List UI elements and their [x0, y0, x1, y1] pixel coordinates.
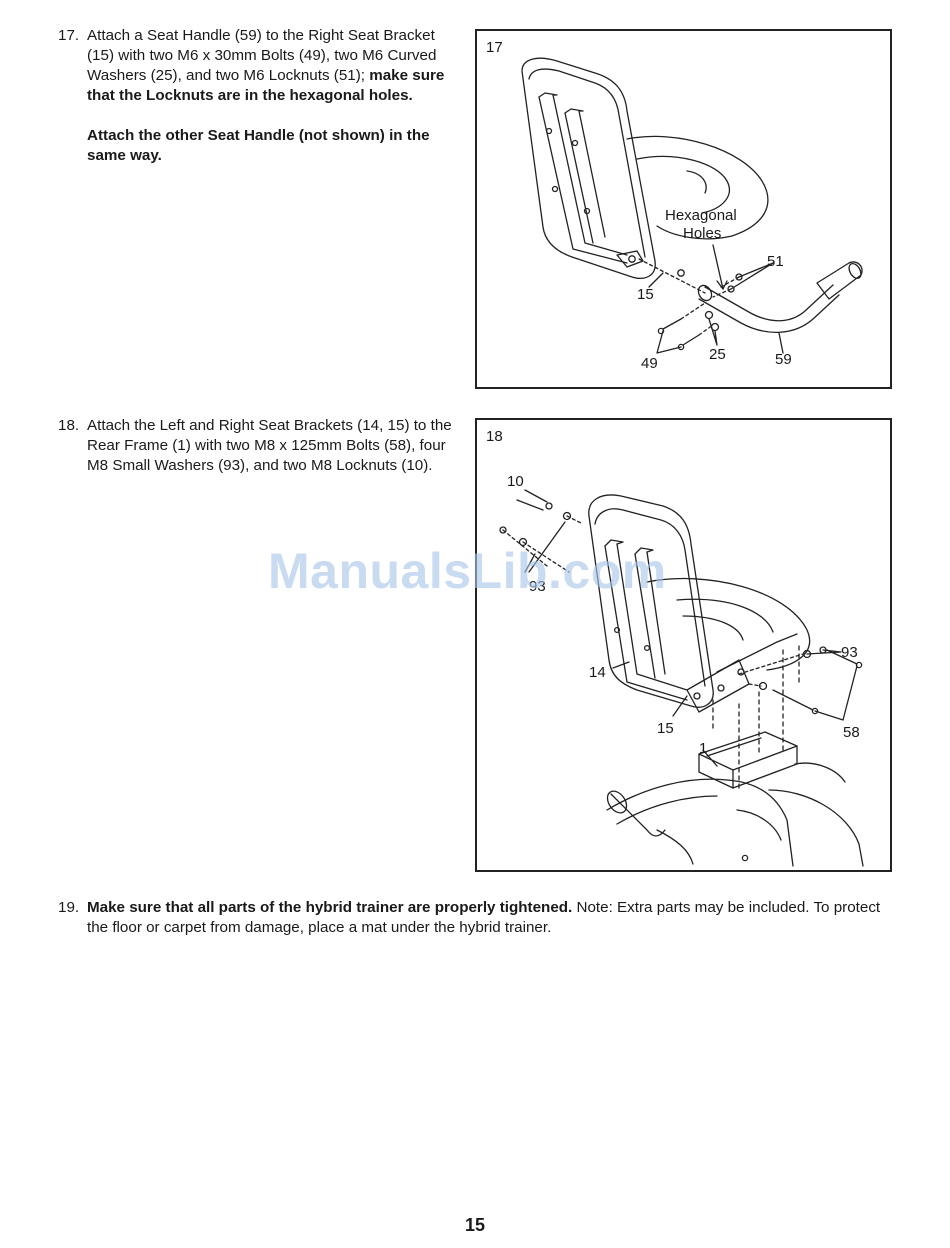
figure-18-drawing: [499, 489, 864, 867]
figure-18-callout-10: 10: [507, 473, 524, 490]
step-17-instructions: 17. Attach a Seat Handle (59) to the Rig…: [58, 26, 453, 166]
step-17-text: Attach a Seat Handle (59) to the Right S…: [87, 27, 437, 84]
figure-17-drawing: [521, 57, 863, 354]
figure-18-callout-14: 14: [589, 664, 606, 681]
figure-18-callout-93: 93: [841, 644, 858, 661]
figure-18: 18 10 93 93 14 15 1 58: [475, 418, 892, 872]
figure-17-callout-15: 15: [637, 286, 654, 303]
watermark: ManualsLib.com: [268, 543, 667, 599]
step-18-instructions: 18. Attach the Left and Right Seat Brack…: [58, 416, 453, 476]
figure-17-label-hexagonal: Hexagonal: [665, 207, 737, 224]
step-17-bold-text: make sure that the Locknuts are in the h…: [87, 67, 445, 104]
figure-17-callout-51: 51: [767, 253, 784, 270]
step-17-note: Attach the other Seat Handle (not shown)…: [87, 126, 453, 166]
figure-18-callout-93-left: 93: [529, 578, 546, 595]
step-17-paragraph: Attach a Seat Handle (59) to the Right S…: [87, 26, 453, 106]
step-19-paragraph: Make sure that all parts of the hybrid t…: [87, 898, 888, 938]
figure-17-callout-49: 49: [641, 355, 658, 372]
figure-17-callout-25: 25: [709, 346, 726, 363]
figure-17-callout-59: 59: [775, 351, 792, 368]
figure-18-callout-15: 15: [657, 720, 674, 737]
step-17-number: 17.: [58, 27, 80, 44]
step-19-instructions: 19. Make sure that all parts of the hybr…: [58, 898, 888, 938]
figure-17-number: 17: [486, 39, 503, 56]
figure-18-callout-58: 58: [843, 724, 860, 741]
step-19-bold-text: Make sure that all parts of the hybrid t…: [87, 899, 573, 916]
figure-18-callout-1: 1: [699, 740, 708, 757]
figure-17: 17 Hexagonal Holes 51 15 49 25 59: [475, 29, 892, 389]
figure-18-number: 18: [486, 428, 503, 445]
step-19-number: 19.: [58, 899, 80, 916]
step-19-text: Note: Extra parts may be included. To pr…: [87, 899, 881, 936]
step-17-bold-note: Attach the other Seat Handle (not shown)…: [87, 127, 430, 164]
step-18-text: Attach the Left and Right Seat Brackets …: [87, 417, 452, 474]
figure-17-label-holes: Holes: [683, 225, 722, 242]
page-number: 15: [464, 1215, 486, 1235]
step-18-number: 18.: [58, 417, 80, 434]
